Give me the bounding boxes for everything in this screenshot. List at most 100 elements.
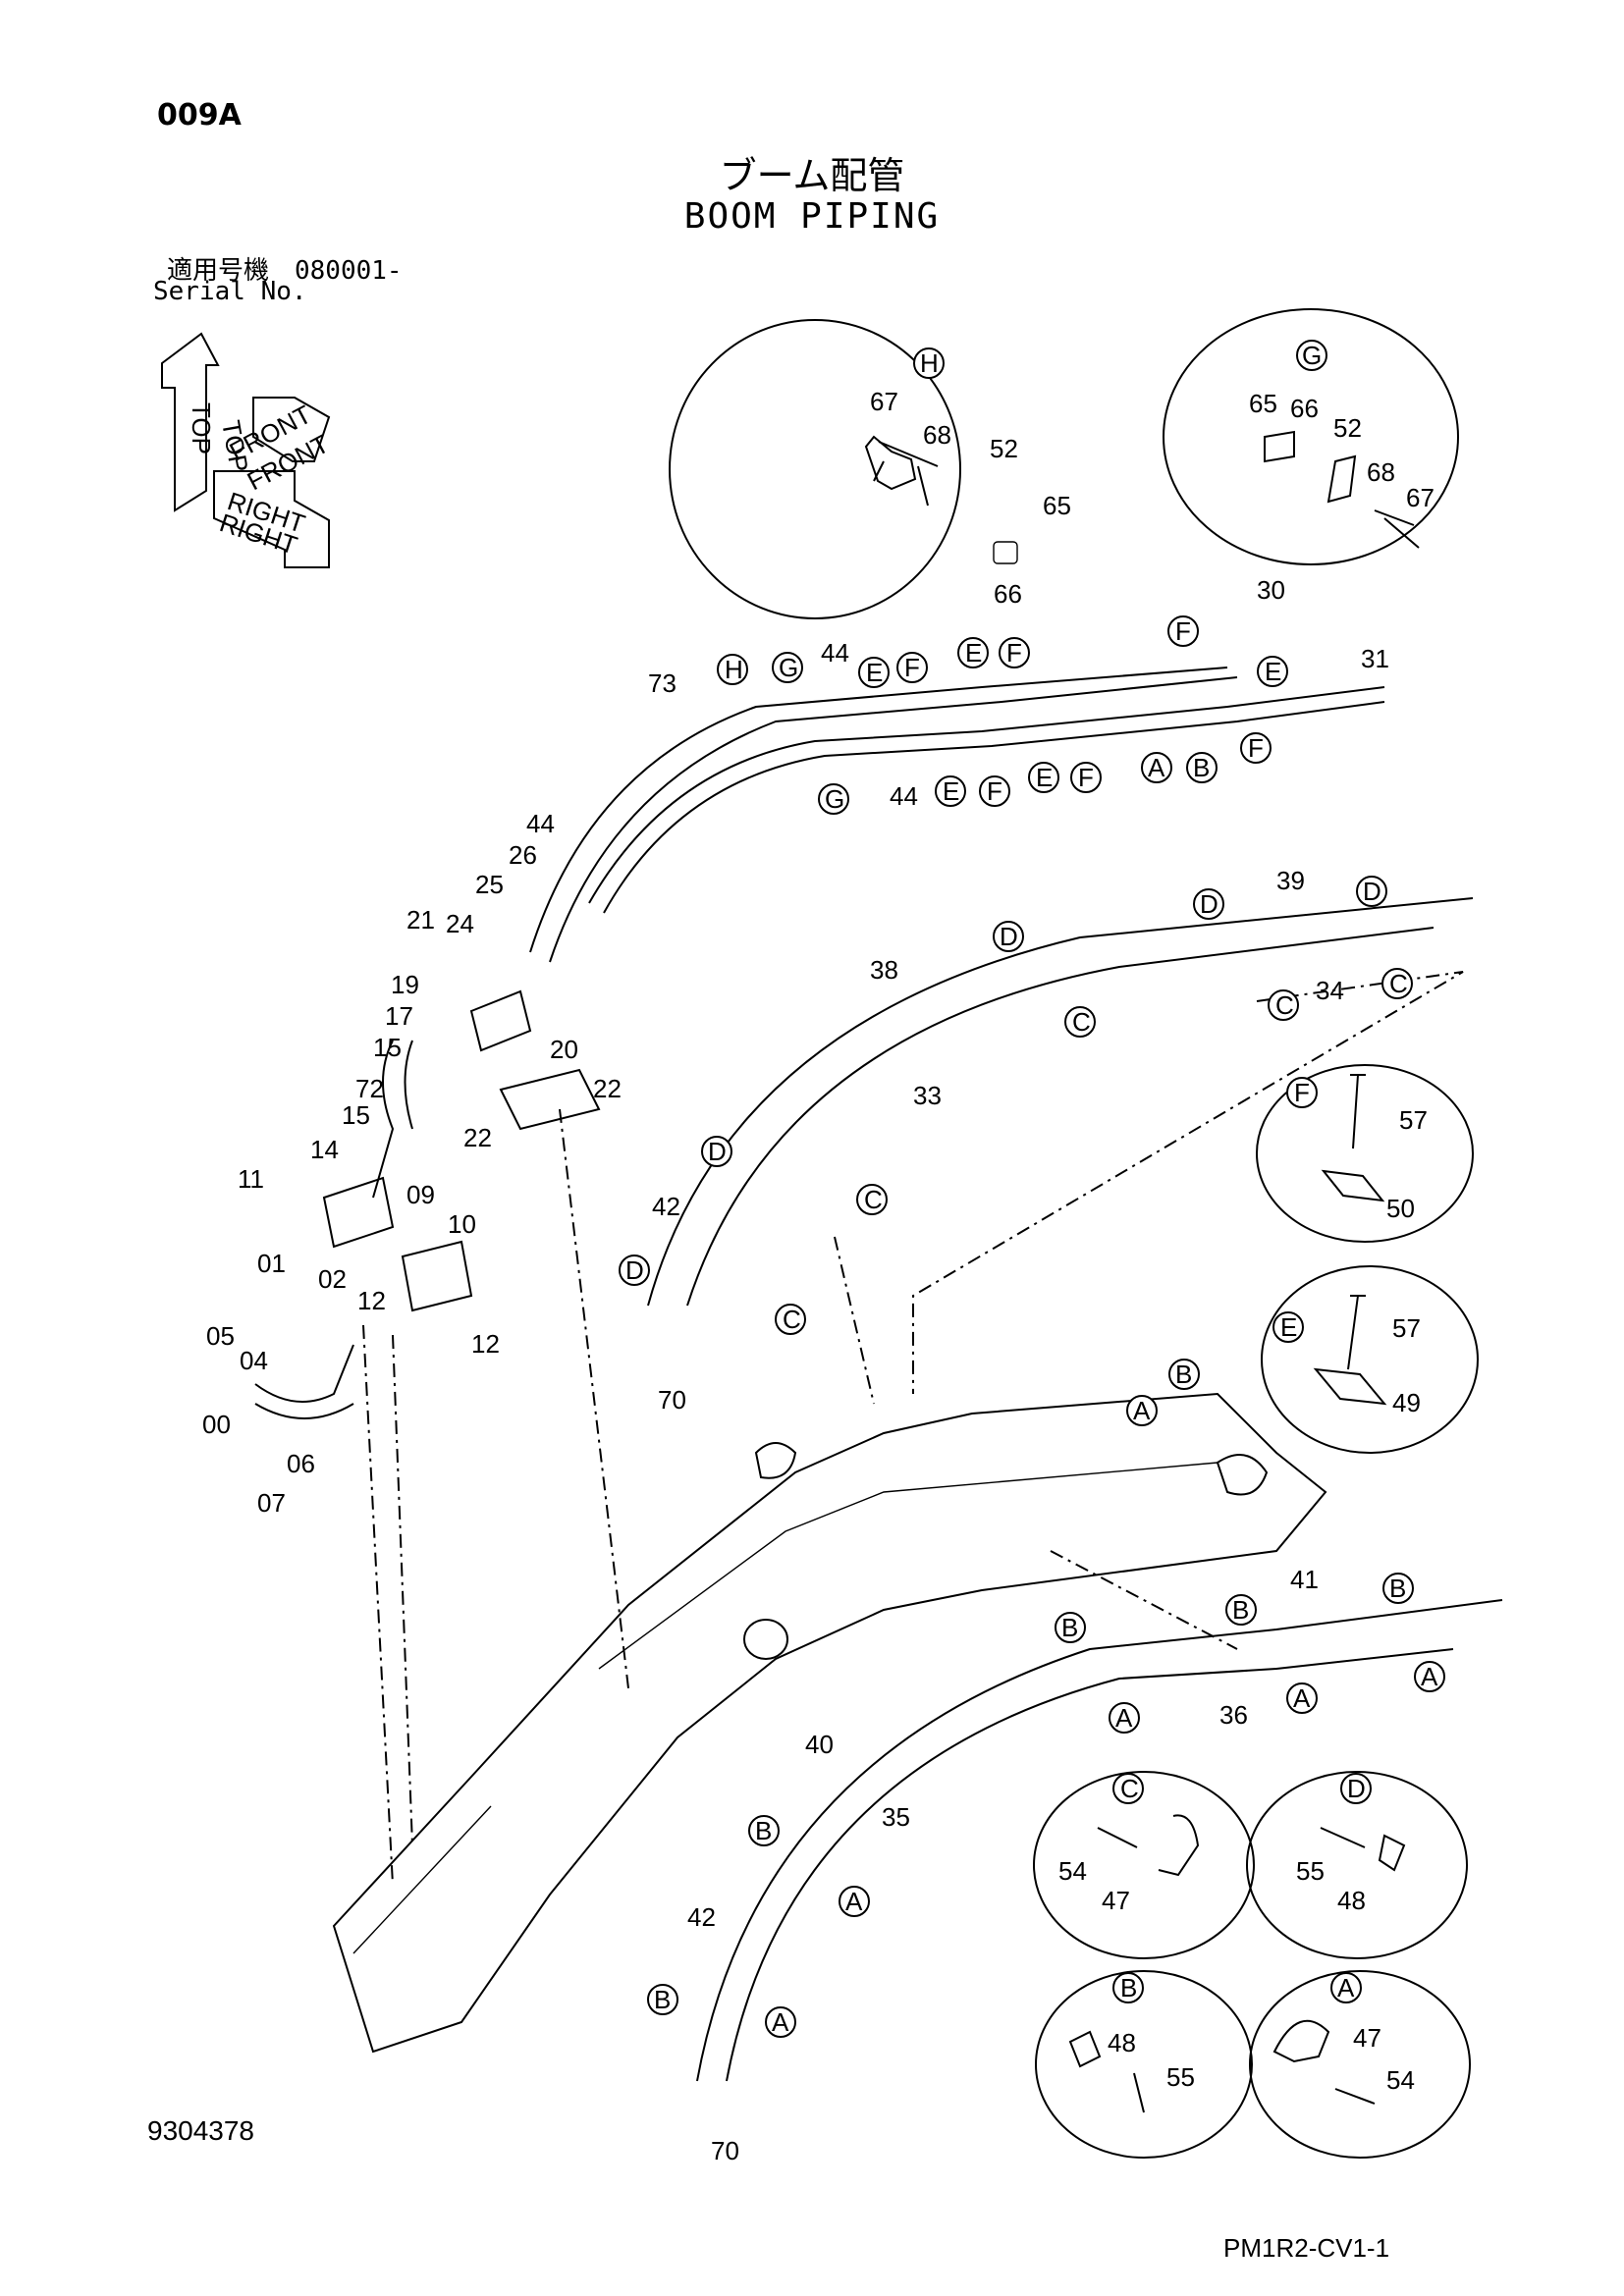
svg-text:20: 20 (550, 1035, 578, 1064)
svg-text:F: F (1006, 638, 1022, 667)
svg-text:B: B (1232, 1595, 1249, 1625)
svg-text:15: 15 (373, 1033, 402, 1062)
svg-text:B: B (654, 1985, 671, 2014)
detail-f-label: F (1294, 1078, 1310, 1107)
svg-text:F: F (987, 776, 1002, 806)
svg-text:57: 57 (1392, 1313, 1421, 1343)
svg-text:33: 33 (913, 1081, 942, 1110)
svg-text:70: 70 (711, 2136, 739, 2165)
svg-text:06: 06 (287, 1449, 315, 1478)
svg-text:72: 72 (355, 1074, 384, 1103)
svg-text:66: 66 (1290, 394, 1319, 423)
svg-text:42: 42 (652, 1192, 680, 1221)
svg-text:G: G (825, 784, 844, 814)
svg-text:49: 49 (1392, 1388, 1421, 1417)
svg-text:11: 11 (238, 1164, 264, 1194)
svg-text:68: 68 (923, 420, 951, 450)
svg-text:21: 21 (406, 905, 435, 934)
left-assembly (254, 989, 601, 1419)
svg-text:C: C (783, 1305, 801, 1334)
svg-text:C: C (1072, 1007, 1091, 1037)
lower-pipes (696, 1599, 1503, 2082)
middle-pipes (647, 897, 1474, 1307)
svg-text:D: D (625, 1255, 644, 1285)
svg-text:39: 39 (1276, 866, 1305, 895)
svg-text:00: 00 (202, 1410, 231, 1439)
svg-text:44: 44 (890, 781, 918, 811)
detail-a-label: A (1337, 1973, 1355, 2002)
svg-text:17: 17 (385, 1001, 413, 1031)
svg-text:05: 05 (206, 1321, 235, 1351)
svg-text:22: 22 (463, 1123, 492, 1152)
svg-text:E: E (943, 776, 959, 806)
svg-text:02: 02 (318, 1264, 347, 1294)
detail-g-label: G (1302, 341, 1322, 370)
svg-text:E: E (1036, 763, 1053, 792)
svg-text:67: 67 (1406, 483, 1435, 512)
detail-h-label: H (920, 348, 939, 378)
svg-text:65: 65 (1043, 491, 1071, 520)
detail-c-label: C (1120, 1774, 1139, 1803)
svg-text:35: 35 (882, 1802, 910, 1832)
svg-text:D: D (708, 1137, 727, 1166)
svg-text:22: 22 (593, 1074, 622, 1103)
orient-top: TOP (187, 402, 216, 454)
svg-text:F: F (1248, 733, 1264, 763)
svg-text:67: 67 (870, 387, 898, 416)
detail-d-label: D (1347, 1774, 1366, 1803)
svg-text:A: A (772, 2007, 789, 2037)
svg-text:52: 52 (1333, 413, 1362, 443)
svg-text:48: 48 (1108, 2028, 1136, 2057)
detail-h: H 67 68 52 65 66 (669, 319, 1071, 619)
orientation-indicator: TOP TOP FRONT FRONT RIGHT RIGHT (161, 332, 334, 568)
svg-text:47: 47 (1353, 2023, 1381, 2053)
title-japanese: ブーム配管 (719, 154, 905, 197)
svg-text:A: A (1148, 753, 1165, 782)
serial-label-japanese: 適用号機 080001- (167, 256, 403, 286)
page-code: 009A (157, 98, 242, 133)
svg-text:70: 70 (658, 1385, 686, 1415)
svg-text:B: B (1175, 1360, 1192, 1389)
detail-b-label: B (1120, 1973, 1137, 2002)
svg-text:68: 68 (1367, 457, 1395, 487)
svg-text:55: 55 (1296, 1856, 1325, 1886)
svg-text:30: 30 (1257, 575, 1285, 605)
detail-c: C 54 47 (1033, 1771, 1255, 1959)
detail-e: E 57 49 (1261, 1265, 1479, 1454)
svg-text:G: G (779, 653, 798, 682)
svg-text:41: 41 (1290, 1565, 1319, 1594)
svg-text:40: 40 (805, 1730, 834, 1759)
svg-text:D: D (1363, 877, 1381, 906)
svg-text:E: E (965, 638, 982, 667)
svg-text:73: 73 (648, 668, 677, 698)
svg-text:A: A (1115, 1703, 1133, 1733)
svg-text:A: A (1293, 1683, 1311, 1713)
page-reference: PM1R2-CV1-1 (1223, 2233, 1390, 2263)
svg-text:A: A (845, 1887, 863, 1916)
svg-text:10: 10 (448, 1209, 476, 1239)
svg-text:54: 54 (1058, 1856, 1087, 1886)
detail-d: D 55 48 (1246, 1771, 1468, 1959)
svg-text:E: E (1265, 657, 1281, 686)
svg-text:19: 19 (391, 970, 419, 999)
svg-text:F: F (904, 653, 920, 682)
detail-f: F 57 50 (1256, 1064, 1474, 1243)
svg-text:36: 36 (1219, 1700, 1248, 1730)
dashed-leaders (362, 971, 1464, 1886)
title-english: BOOM PIPING (683, 196, 941, 237)
svg-text:38: 38 (870, 955, 898, 985)
svg-text:24: 24 (446, 909, 474, 938)
upper-pipes-73 (529, 667, 1385, 963)
svg-text:B: B (1061, 1613, 1078, 1642)
detail-e-label: E (1280, 1312, 1297, 1342)
svg-text:12: 12 (471, 1329, 500, 1359)
svg-text:48: 48 (1337, 1886, 1366, 1915)
svg-text:B: B (1389, 1574, 1406, 1603)
svg-text:34: 34 (1316, 976, 1344, 1005)
pipe-callouts: H G E F E F F E F A B E F E F G D D D C … (619, 615, 1445, 2038)
boom-outline (332, 1392, 1327, 2054)
svg-text:07: 07 (257, 1488, 286, 1518)
svg-text:H: H (725, 655, 743, 684)
svg-text:66: 66 (994, 579, 1022, 609)
